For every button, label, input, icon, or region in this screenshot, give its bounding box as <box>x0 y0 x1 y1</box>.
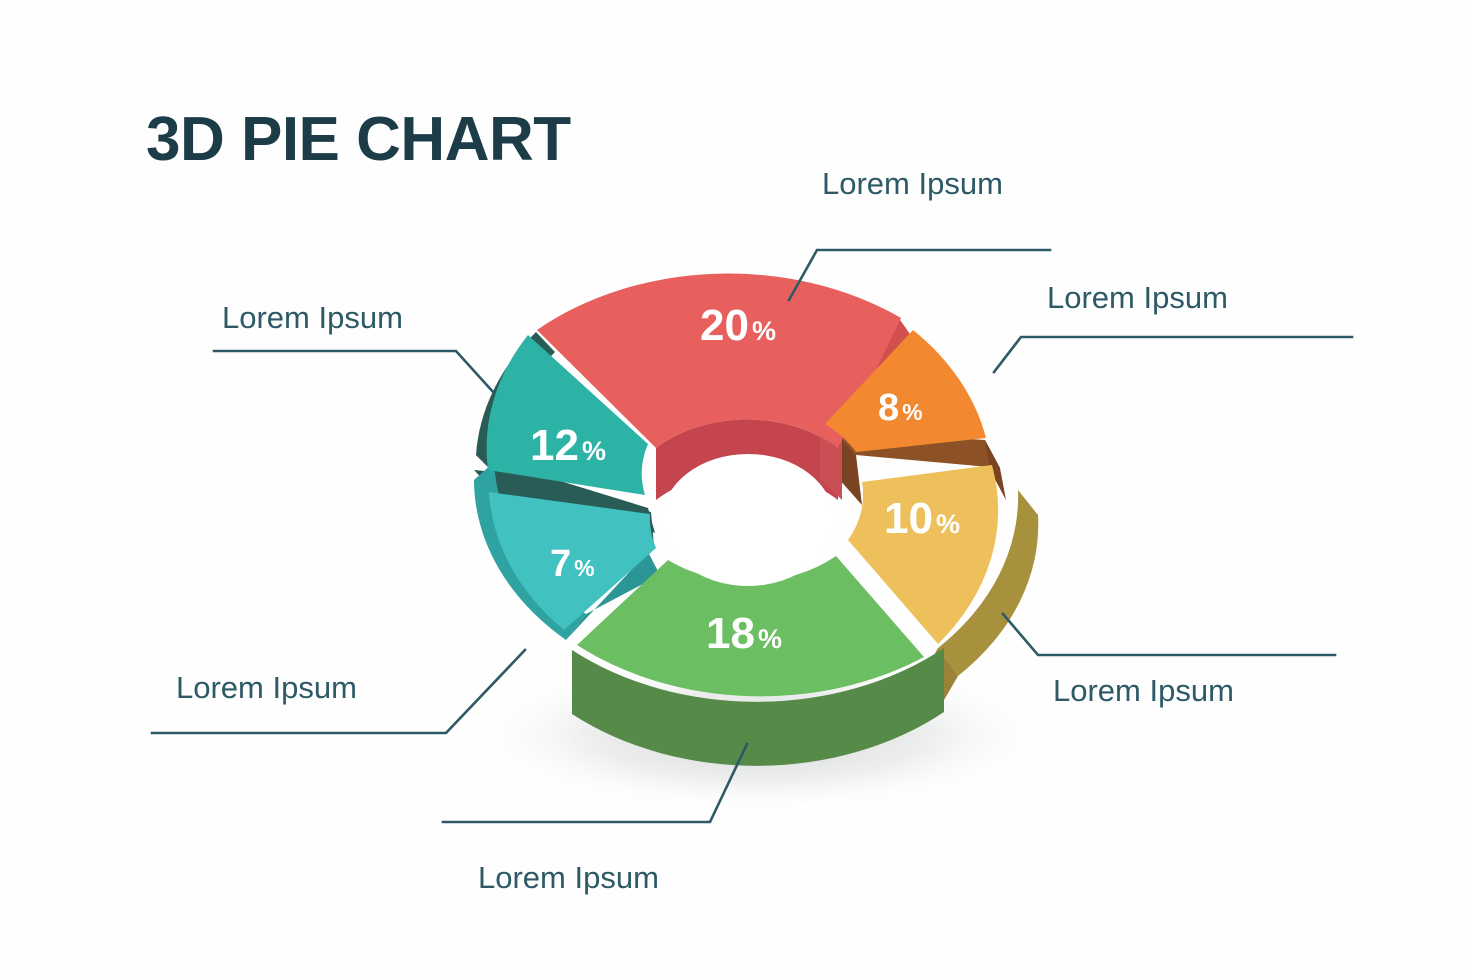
slice-orange-percent: 8% <box>878 387 923 429</box>
callout-label-bottom-center: Lorem Ipsum <box>478 860 659 895</box>
slice-orange-top <box>825 330 986 452</box>
callout-label-bottom-left: Lorem Ipsum <box>176 670 357 705</box>
leader-line-right-upper <box>992 335 1354 374</box>
leader-line-bottom-left <box>150 648 527 735</box>
slice-yellow-percent: 10% <box>884 494 960 543</box>
callout-label-right-lower: Lorem Ipsum <box>1053 673 1234 708</box>
slice-teal-light-top <box>489 492 656 630</box>
callout-label-top-right: Lorem Ipsum <box>822 166 1003 201</box>
slice-orange-outer-wall <box>985 440 1006 500</box>
slice-red-top <box>537 273 901 448</box>
slice-green-side <box>572 648 944 766</box>
callout-label-right-upper: Lorem Ipsum <box>1047 280 1228 315</box>
slice-yellow-top <box>848 465 999 644</box>
leader-line-right-lower <box>1001 612 1337 657</box>
slice-yellow-side <box>938 490 1039 676</box>
callout-label-top-left: Lorem Ipsum <box>222 300 403 335</box>
slice-green-top <box>577 556 924 697</box>
leader-line-bottom-center <box>441 742 749 824</box>
donut-center-hole <box>662 454 834 586</box>
page-title: 3D PIE CHART <box>146 105 571 174</box>
slice-teal-dark-percent: 12% <box>530 421 606 470</box>
leader-line-top-right <box>787 248 1052 302</box>
slice-teal-dark-top <box>486 335 648 495</box>
leader-line-top-left <box>212 349 496 395</box>
slice-teal-light-percent: 7% <box>550 543 595 585</box>
slice-green-percent: 18% <box>706 609 782 658</box>
slice-teal-light-inner-wall <box>566 552 660 640</box>
slice-red-percent: 20% <box>700 301 776 350</box>
